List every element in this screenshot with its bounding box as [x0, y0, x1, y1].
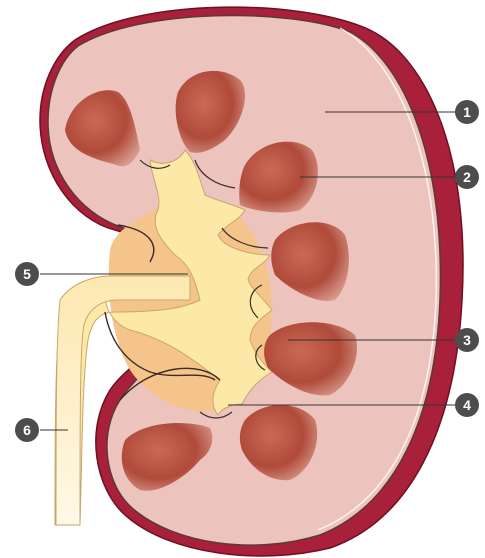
label-badge-2: 2	[455, 165, 479, 189]
label-6-text: 6	[23, 422, 31, 438]
label-4-text: 4	[463, 397, 471, 413]
label-badge-4: 4	[455, 393, 479, 417]
label-badge-6: 6	[15, 418, 39, 442]
label-3-text: 3	[463, 332, 471, 348]
label-5-text: 5	[23, 266, 31, 282]
label-1-text: 1	[463, 104, 471, 120]
label-2-text: 2	[463, 169, 471, 185]
label-badge-5: 5	[15, 262, 39, 286]
label-badge-3: 3	[455, 328, 479, 352]
label-badge-1: 1	[455, 100, 479, 124]
